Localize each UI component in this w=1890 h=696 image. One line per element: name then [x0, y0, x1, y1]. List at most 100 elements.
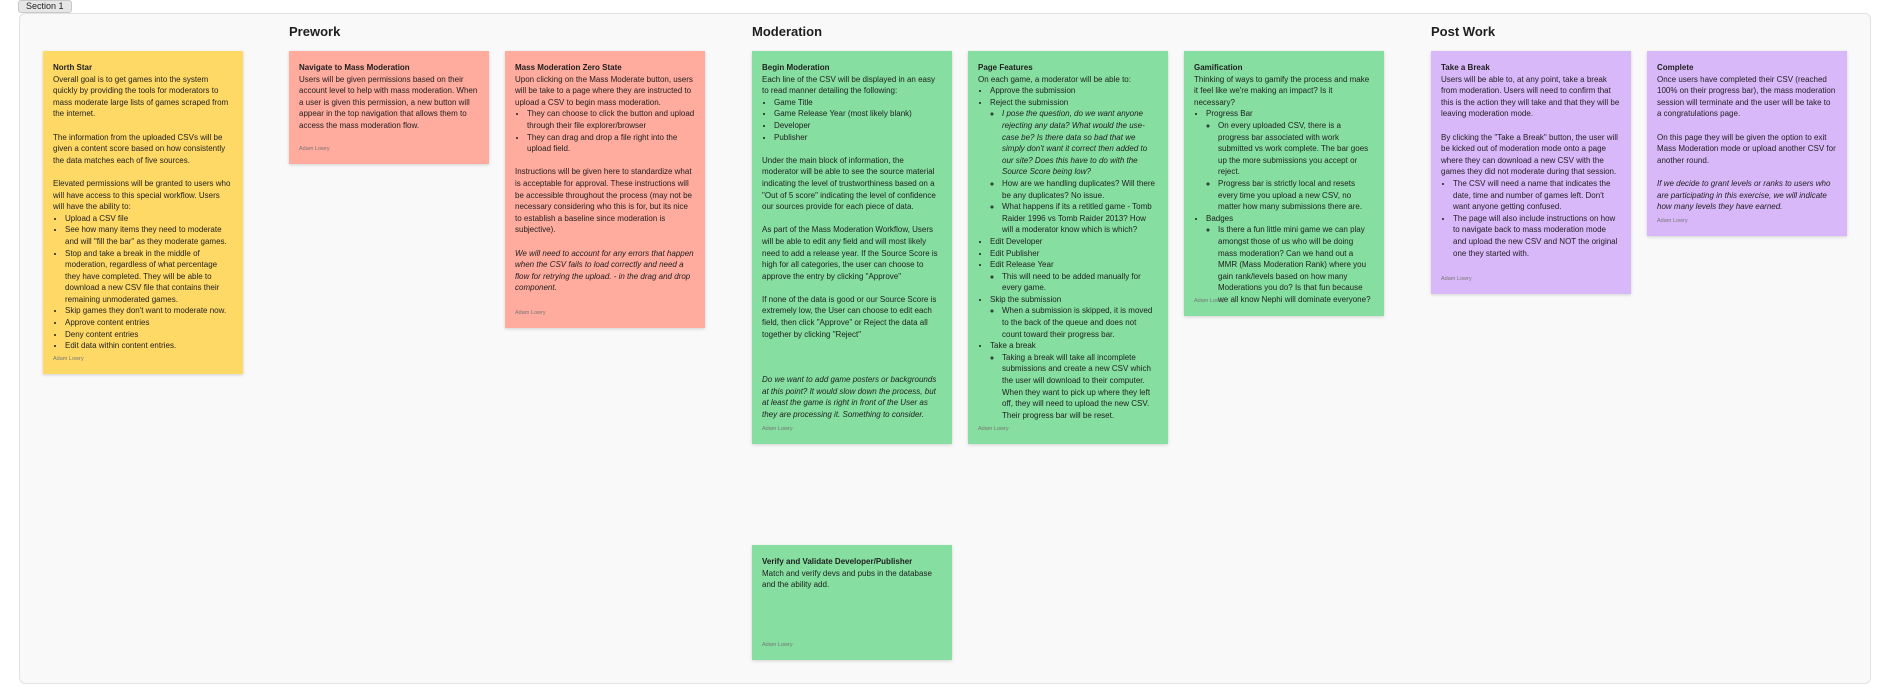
list-item: Progress Bar On every uploaded CSV, ther… [1206, 108, 1374, 212]
sub-bullet-list: When a submission is skipped, it is move… [990, 305, 1158, 340]
sticky-text: Under the main block of information, the… [762, 155, 936, 212]
sticky-title: North Star [53, 63, 93, 72]
sticky-title: Begin Moderation [762, 63, 830, 72]
sticky-text: On each game, a moderator will be able t… [978, 74, 1131, 84]
list-item: Developer [774, 120, 942, 132]
section-label[interactable]: Section 1 [18, 0, 72, 13]
sticky-navigate-to-mass-moderation[interactable]: Navigate to Mass Moderation Users will b… [289, 51, 489, 164]
sticky-text: Overall goal is to get games into the sy… [53, 74, 229, 119]
sticky-title: Mass Moderation Zero State [515, 63, 622, 72]
sticky-begin-moderation[interactable]: Begin Moderation Each line of the CSV wi… [752, 51, 952, 444]
list-item: When a submission is skipped, it is move… [1002, 305, 1158, 340]
sticky-author: Adam Lowry [1194, 298, 1225, 305]
list-item: Skip the submission When a submission is… [990, 294, 1158, 340]
sub-bullet-list: On every uploaded CSV, there is a progre… [1206, 120, 1374, 213]
list-item: They can choose to click the button and … [527, 108, 695, 131]
sticky-title: Page Features [978, 63, 1033, 72]
list-item: Publisher [774, 132, 942, 144]
sticky-author: Adam Lowry [1441, 276, 1472, 283]
list-item: What happens if its a retitled game - To… [1002, 201, 1158, 236]
column-heading-prework: Prework [289, 24, 341, 39]
sticky-author: Adam Lowry [762, 642, 793, 649]
list-item: On every uploaded CSV, there is a progre… [1218, 120, 1374, 178]
sticky-text: The information from the uploaded CSVs w… [53, 132, 226, 165]
sticky-text: Upon clicking on the Mass Moderate butto… [515, 74, 693, 107]
sub-bullet-list: I pose the question, do we want anyone r… [990, 108, 1158, 236]
sticky-text: On this page they will be given the opti… [1657, 132, 1836, 165]
sticky-text: By clicking the "Take a Break" button, t… [1441, 132, 1618, 177]
list-item: Game Title [774, 97, 942, 109]
list-item-label: Take a break [990, 341, 1036, 351]
sticky-verify-and-validate[interactable]: Verify and Validate Developer/Publisher … [752, 545, 952, 660]
column-heading-moderation: Moderation [752, 24, 823, 39]
list-item: I pose the question, do we want anyone r… [1002, 108, 1158, 178]
sticky-take-a-break[interactable]: Take a Break Users will be able to, at a… [1431, 51, 1631, 294]
sticky-author: Adam Lowry [515, 310, 546, 317]
sticky-note: If we decide to grant levels or ranks to… [1657, 178, 1831, 212]
list-item: See how many items they need to moderate… [65, 224, 233, 247]
sticky-north-star[interactable]: North Star Overall goal is to get games … [43, 51, 243, 374]
list-item: The page will also include instructions … [1453, 213, 1621, 259]
bullet-list: Upload a CSV file See how many items the… [53, 213, 233, 352]
sticky-page-features[interactable]: Page Features On each game, a moderator … [968, 51, 1168, 444]
list-item: Stop and take a break in the middle of m… [65, 248, 233, 306]
column-heading-post-work: Post Work [1431, 24, 1496, 39]
list-item: Badges Is there a fun little mini game w… [1206, 213, 1374, 306]
sticky-text: Users will be given permissions based on… [299, 74, 478, 130]
bullet-list: The CSV will need a name that indicates … [1441, 178, 1621, 259]
sticky-text: Thinking of ways to gamify the process a… [1194, 74, 1370, 107]
list-item-label: Edit Release Year [990, 260, 1054, 270]
list-item-label: Skip the submission [990, 294, 1062, 304]
list-item: Reject the submission I pose the questio… [990, 97, 1158, 236]
bullet-list: Approve the submission Reject the submis… [978, 85, 1158, 421]
bullet-list: Game Title Game Release Year (most likel… [762, 97, 942, 143]
list-item: The CSV will need a name that indicates … [1453, 178, 1621, 213]
sticky-text: Match and verify devs and pubs in the da… [762, 568, 932, 590]
list-item: Skip games they don't want to moderate n… [65, 305, 233, 317]
sticky-text: Instructions will be given here to stand… [515, 167, 692, 235]
list-item: Take a break Taking a break will take al… [990, 340, 1158, 421]
sticky-mass-moderation-zero-state[interactable]: Mass Moderation Zero State Upon clicking… [505, 51, 705, 328]
list-item: Approve content entries [65, 317, 233, 329]
sticky-text: Once users have completed their CSV (rea… [1657, 74, 1836, 119]
list-item: Progress bar is strictly local and reset… [1218, 178, 1374, 213]
sticky-author: Adam Lowry [299, 146, 330, 153]
list-item: How are we handling duplicates? Will the… [1002, 178, 1158, 201]
sticky-text: Users will be able to, at any point, tak… [1441, 74, 1620, 119]
sticky-author: Adam Lowry [1657, 218, 1688, 225]
list-item: Edit Release Year This will need to be a… [990, 259, 1158, 294]
sticky-title: Verify and Validate Developer/Publisher [762, 557, 913, 566]
sticky-complete[interactable]: Complete Once users have completed their… [1647, 51, 1847, 236]
list-item: Game Release Year (most likely blank) [774, 108, 942, 120]
list-item-label: Badges [1206, 213, 1234, 223]
sticky-text: As part of the Mass Moderation Workflow,… [762, 225, 938, 281]
sticky-title: Navigate to Mass Moderation [299, 63, 410, 72]
sticky-note: We will need to account for any errors t… [515, 248, 694, 293]
sticky-author: Adam Lowry [53, 356, 84, 363]
sticky-title: Gamification [1194, 63, 1243, 72]
bullet-list: Progress Bar On every uploaded CSV, ther… [1194, 108, 1374, 305]
list-item: Edit Publisher [990, 248, 1158, 260]
sticky-text: If none of the data is good or our Sourc… [762, 294, 937, 339]
sticky-title: Take a Break [1441, 63, 1490, 72]
list-item: They can drag and drop a file right into… [527, 132, 695, 155]
list-item-label: Reject the submission [990, 97, 1069, 107]
sticky-text: Each line of the CSV will be displayed i… [762, 74, 935, 96]
list-item: Approve the submission [990, 85, 1158, 97]
list-item: Edit data within content entries. [65, 340, 233, 352]
sticky-author: Adam Lowry [762, 426, 793, 433]
sub-bullet-list: Is there a fun little mini game we can p… [1206, 224, 1374, 305]
list-item: Is there a fun little mini game we can p… [1218, 224, 1374, 305]
list-item: Taking a break will take all incomplete … [1002, 352, 1158, 422]
sticky-gamification[interactable]: Gamification Thinking of ways to gamify … [1184, 51, 1384, 316]
bullet-list: They can choose to click the button and … [515, 108, 695, 154]
list-item: This will need to be added manually for … [1002, 271, 1158, 294]
sticky-title: Complete [1657, 63, 1694, 72]
sticky-author: Adam Lowry [978, 426, 1009, 433]
sub-bullet-list: This will need to be added manually for … [990, 271, 1158, 294]
sticky-text: Elevated permissions will be granted to … [53, 178, 231, 212]
list-item: Edit Developer [990, 236, 1158, 248]
sub-bullet-list: Taking a break will take all incomplete … [990, 352, 1158, 422]
list-item: Upload a CSV file [65, 213, 233, 225]
sticky-note: Do we want to add game posters or backgr… [762, 375, 937, 420]
